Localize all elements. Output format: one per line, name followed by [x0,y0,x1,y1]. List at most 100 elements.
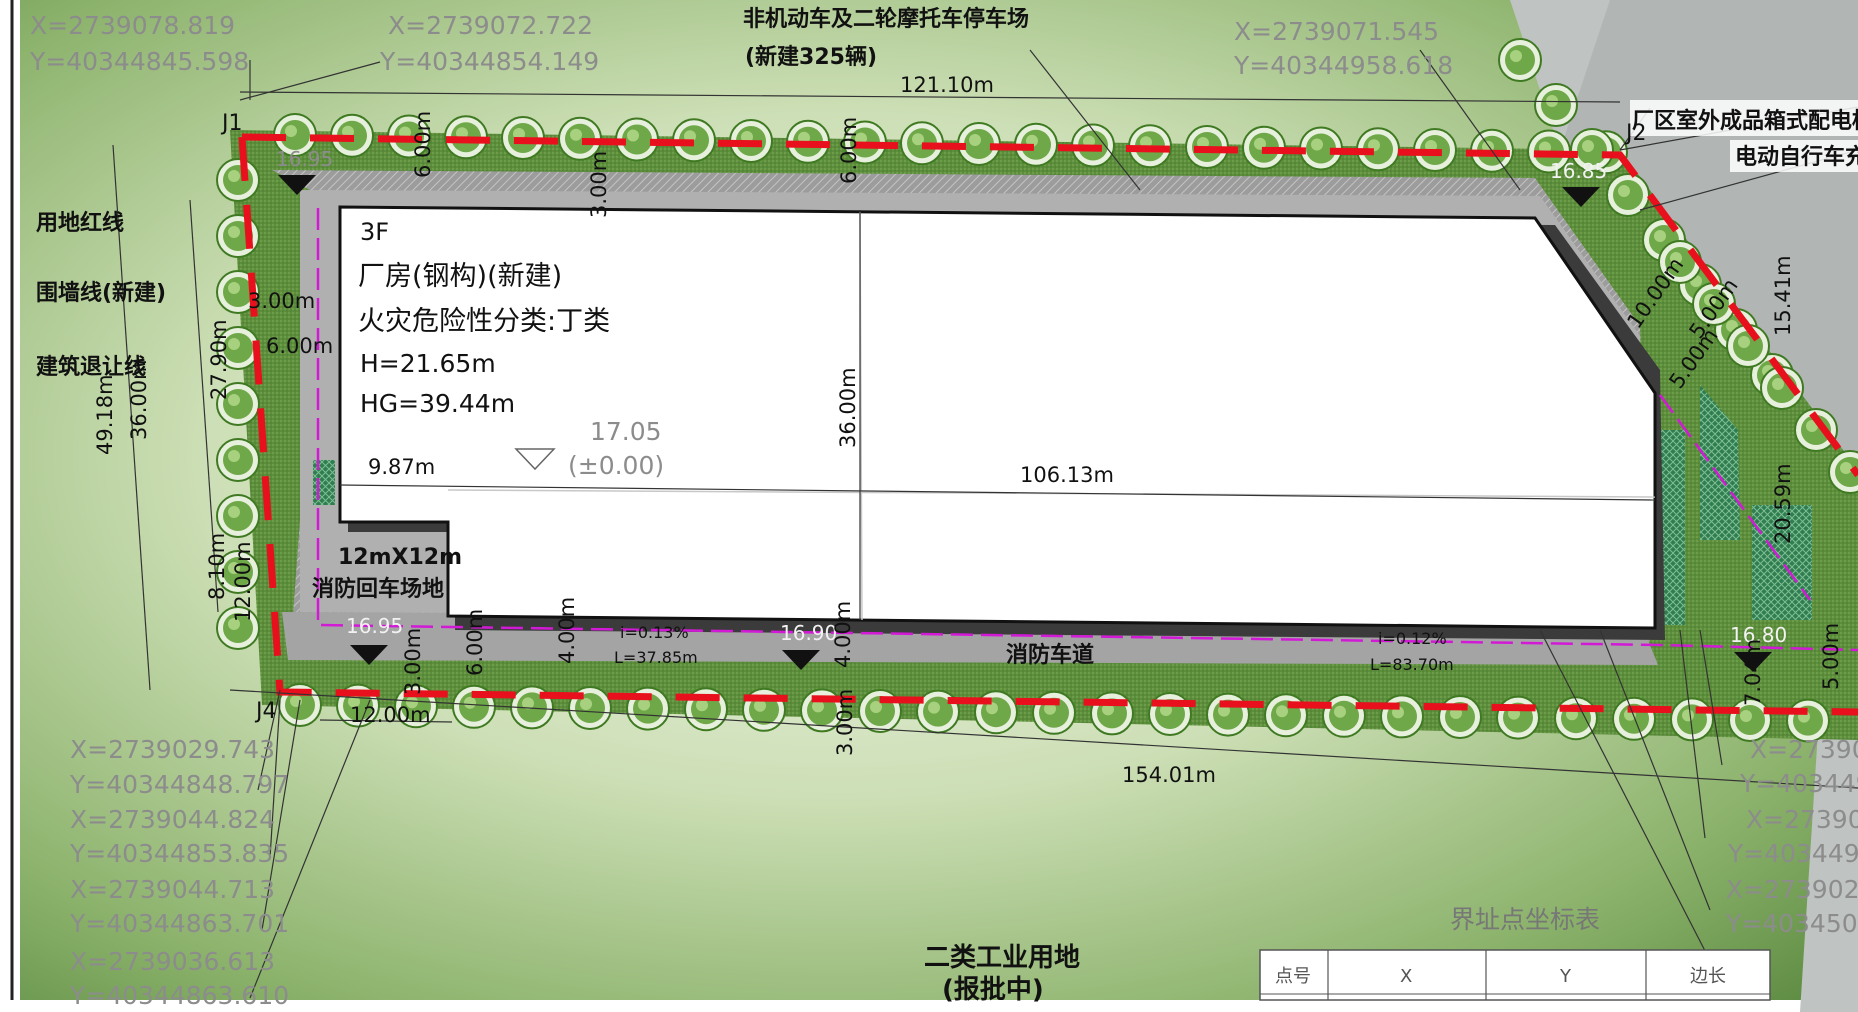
dim-north-6b: 6.00m [837,117,861,184]
dim-left-36: 36.00m [127,359,151,440]
tree-icon [672,118,716,163]
tree-icon [1090,691,1134,736]
dim-building-length: 106.13m [1020,463,1114,487]
coord-y-j1: Y=40344845.598 [29,47,249,76]
dimension-lines [112,49,1858,999]
turnaround-size: 12mX12m [338,545,462,570]
coord-y-j4: Y=40344848.797 [69,770,289,799]
tree-icon [216,214,260,258]
bottom-margin [0,1000,1858,1012]
building-elev-marker [514,448,556,471]
land-use-sub-label: (报批中) [942,974,1044,1005]
dim-west-6: 6.00m [266,334,333,358]
coord-x-r2: X=273903 [1746,805,1858,834]
dim-left-8: 8.10m [205,533,229,600]
tree-icon [1612,696,1656,741]
coord-y-2: Y=40344854.149 [379,47,599,76]
dim-bottom-total: 154.01m [1122,763,1216,787]
coord-y-5: Y=40344853.835 [69,839,289,868]
coord-y-r2: Y=40344969 [1727,839,1858,868]
building-name: 厂房(钢构)(新建) [358,261,562,292]
tree-icon [1014,122,1058,167]
dim-south-4b: 4.00m [831,601,855,668]
ebike-label: 电动自行车充电 [1735,144,1858,170]
tree-icon [1728,698,1772,742]
coord-y-3: Y=40344958.618 [1233,51,1453,80]
coord-x-3: X=2739071.545 [1234,17,1439,46]
coord-x-2: X=2739072.722 [388,11,593,40]
building-hg: HG=39.44m [360,389,515,418]
wall-label: 围墙线(新建) [36,280,166,306]
tree-icon [1032,690,1076,735]
coord-x-j1: X=2739078.819 [30,11,235,40]
tree-icon [1299,126,1343,171]
fire-lane-label: 消防车道 [1006,642,1094,668]
slope-1-l: L=37.85m [614,648,698,667]
dim-east-15: 15.41m [1771,255,1795,336]
coord-x-5: X=2739044.824 [70,805,275,834]
tree-icon [216,382,260,426]
coord-y-6: Y=40344863.701 [69,909,289,938]
tree-icon [1692,282,1736,326]
dim-south-3b: 3.00m [833,689,857,756]
tree-icon [1356,127,1400,172]
setback-label: 建筑退让线 [36,354,146,380]
dim-building-notch: 9.87m [368,455,435,479]
building-footprint [338,205,1657,630]
elevation-markers [278,175,1772,672]
building-height: H=21.65m [360,349,496,378]
tree-icon [216,550,260,594]
dim-south-12: 12.00m [350,703,431,727]
setback-line-diag [1658,394,1812,601]
tree-icon [1570,128,1614,172]
coord-table-title: 界址点坐标表 [1450,905,1600,934]
slope-2-i: i=0.12% [1378,629,1447,648]
elev-ne: 16.85 [1550,159,1607,183]
site-red-line [241,133,1858,478]
parking-label: 非机动车及二轮摩托车停车场 [743,6,1029,32]
tree-icon [1380,694,1424,739]
setback-line [316,208,1858,652]
tree-icon [1828,450,1858,494]
building-elevation: 17.05 [590,417,662,446]
table-header-x: X [1400,966,1412,987]
table-header-len: 边长 [1690,966,1726,987]
coord-y-r1: Y=4034496 [1739,769,1858,798]
coord-x-j4: X=2739029.743 [70,735,275,764]
coord-x-r3: X=2739028. [1726,875,1858,904]
table-header-y: Y [1559,966,1572,987]
point-j1: J1 [220,111,243,136]
tree-row [216,38,1858,743]
elev-s: 16.90 [780,621,837,645]
dim-south-6: 6.00m [463,609,487,676]
slope-1-i: i=0.13% [620,623,689,642]
tree-icon [216,606,260,650]
left-margin [0,0,20,1012]
tree-icon [273,113,317,157]
building-floors: 3F [360,218,389,246]
building-elevation-ref: (±0.00) [568,451,664,480]
elev-se: 16.80 [1730,623,1787,647]
bike-parking-block [1752,505,1812,620]
tree-icon [916,689,960,734]
dim-east-7: 7.04m [1741,639,1765,706]
tree-icon [1498,38,1542,82]
tree-icon [216,158,260,202]
coord-y-7: Y=40344863.610 [69,981,289,1010]
red-line-label: 用地红线 [36,210,124,236]
coord-y-r3: Y=40345002 [1725,909,1858,938]
dim-south-4a: 4.00m [555,597,579,664]
tree-icon [615,117,659,162]
tree-icon [1148,692,1192,736]
dim-east-5: 5.00m [1819,623,1843,690]
elev-nw: 16.95 [276,147,333,171]
parking-sub-label: (新建325辆) [745,44,877,70]
point-j2: J2 [1624,121,1647,146]
tree-icon [216,438,260,482]
tree-icon [957,122,1001,166]
substation-label-bg [1630,100,1858,136]
building-fire-class: 火灾危险性分类:丁类 [358,306,610,337]
tree-icon [1322,693,1366,738]
dim-west-3: 3.00m [248,289,315,313]
